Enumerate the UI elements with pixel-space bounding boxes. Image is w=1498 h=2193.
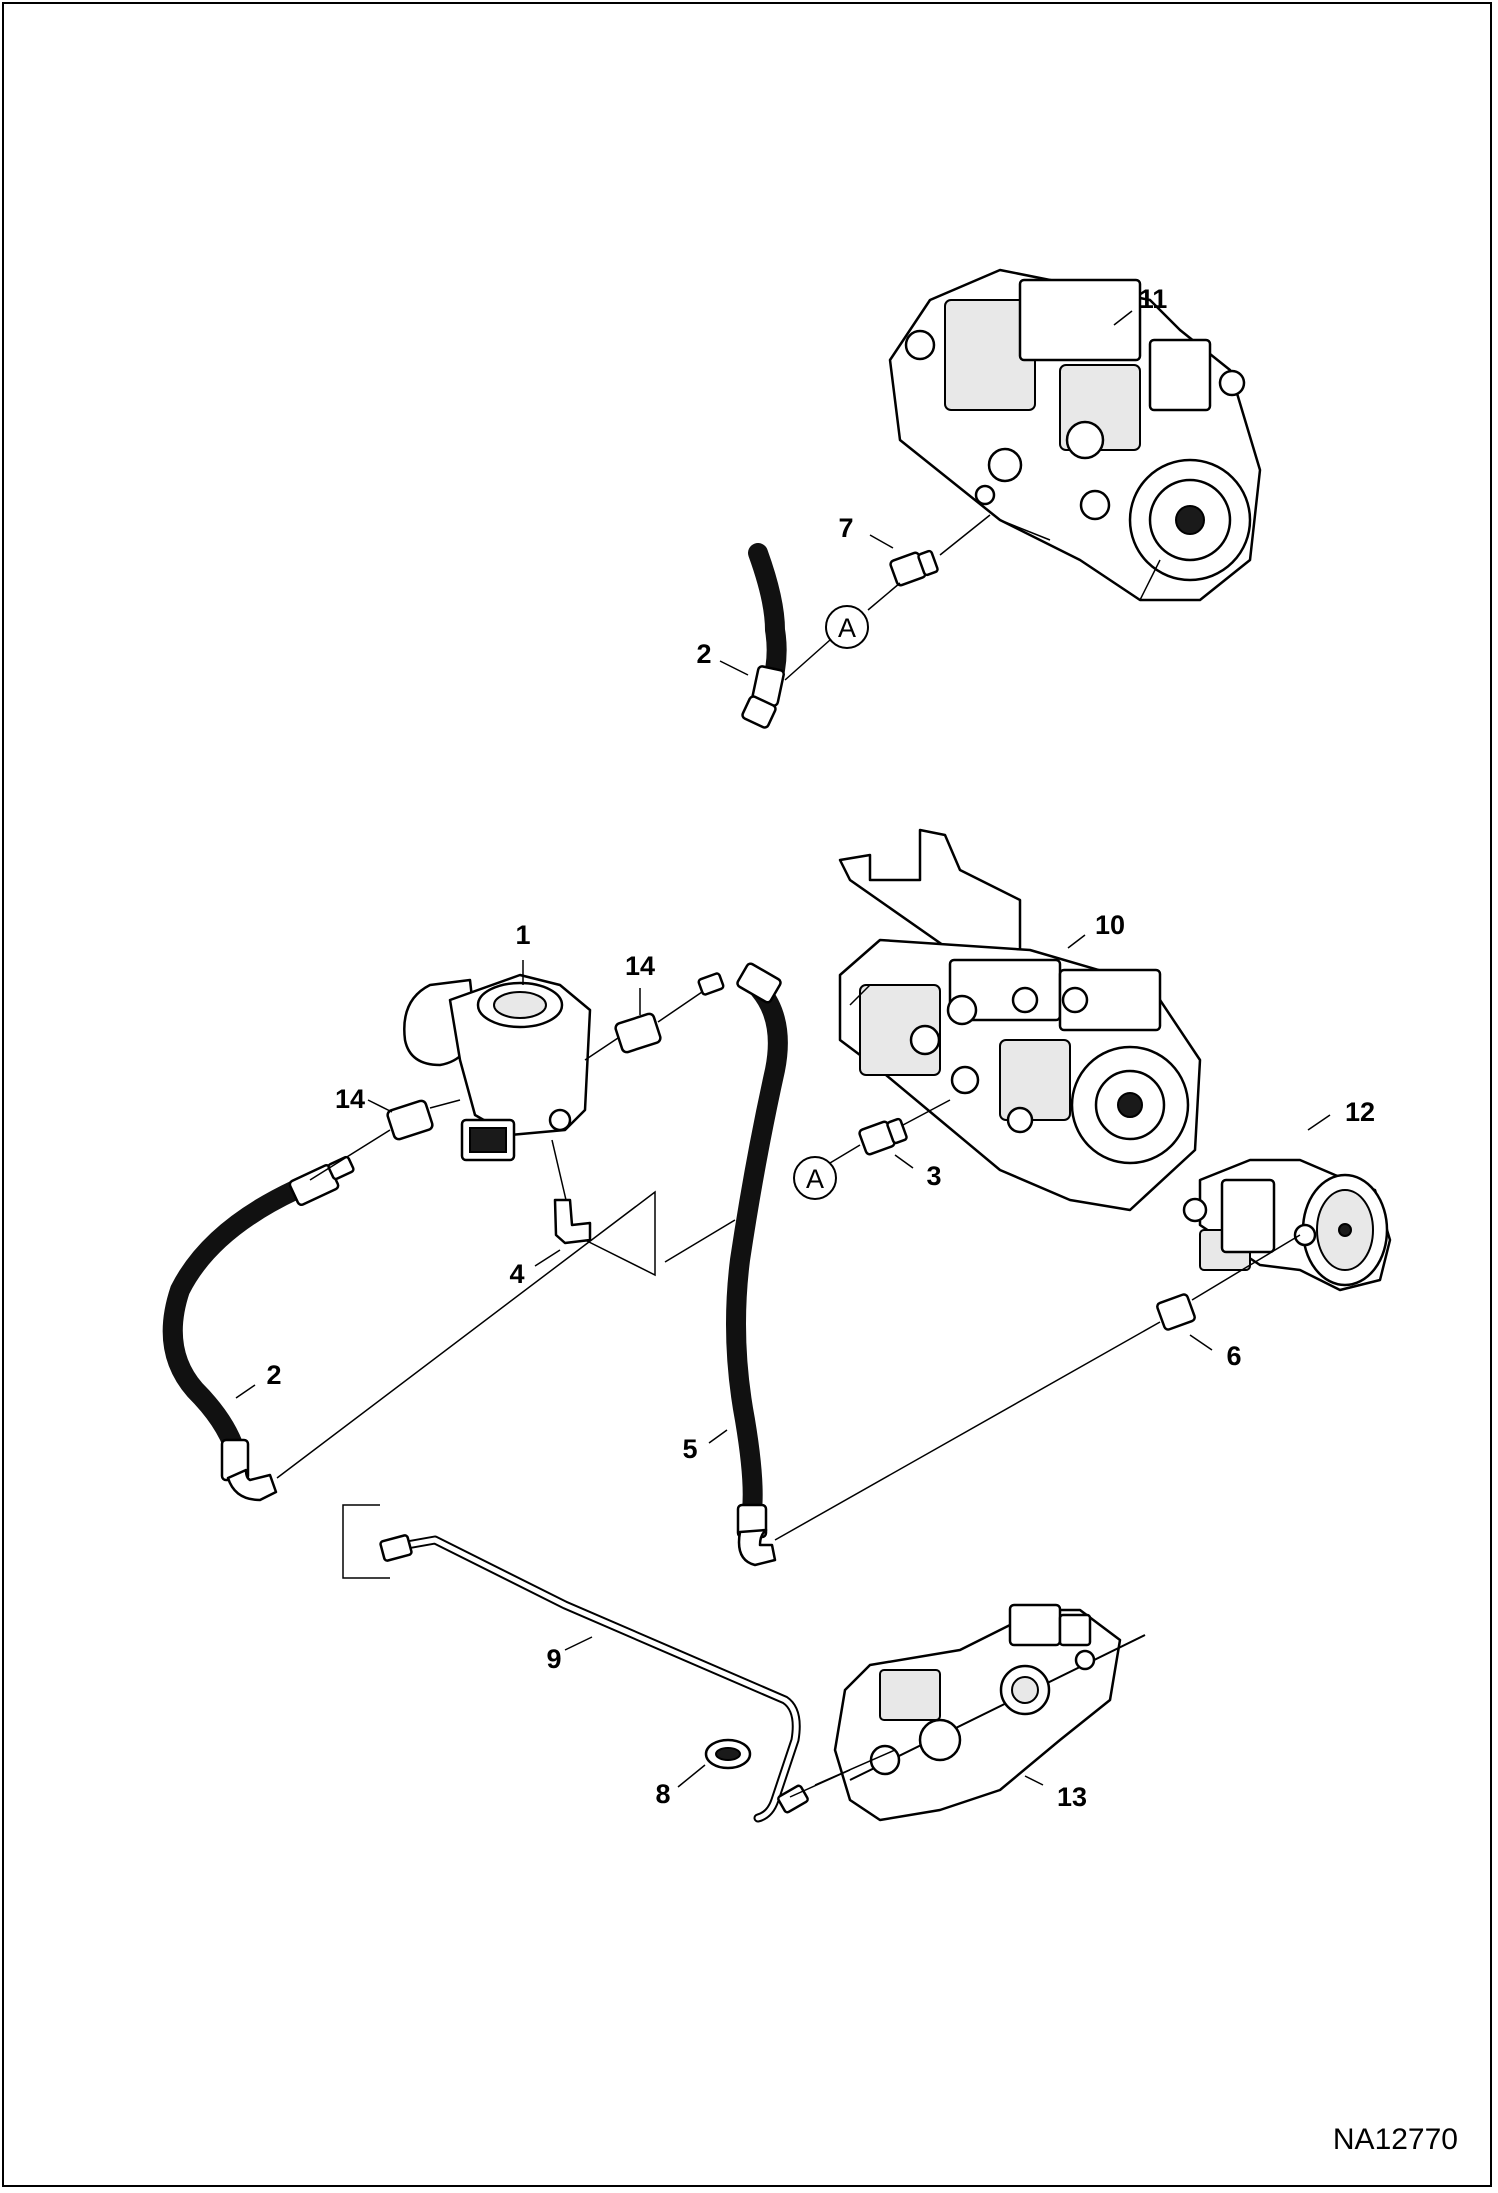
reference-marker-a-lower: A: [793, 1156, 837, 1200]
part-3-fitting: [858, 1117, 908, 1156]
callout-6: 6: [1226, 1341, 1241, 1371]
callout-10: 10: [1095, 910, 1125, 940]
callout-13: 13: [1057, 1782, 1087, 1812]
part-12-gear-pump: [1182, 1158, 1392, 1292]
callout-14-right: 14: [625, 951, 655, 981]
part-13-lower-assembly: [833, 1603, 1146, 1822]
part-14-fitting-a: [614, 1012, 662, 1054]
part-6-fitting: [1156, 1293, 1196, 1331]
callout-4: 4: [509, 1259, 524, 1289]
part-2-hose-upper: [741, 543, 787, 729]
leader-lines: [235, 310, 1331, 1788]
part-2-hose-lower: [162, 1155, 355, 1502]
part-5-hose: [697, 962, 788, 1567]
svg-text:A: A: [838, 613, 856, 643]
reference-marker-a-upper: A: [825, 605, 869, 649]
callout-3: 3: [926, 1161, 941, 1191]
connection-lines: [276, 514, 1301, 1798]
callout-7: 7: [838, 513, 853, 543]
callout-labels: 11 7 2 1 14 14 10 12 3 4 6 2 5 9 8 13: [266, 284, 1375, 1812]
part-4-elbow-fitting: [553, 1198, 592, 1245]
callout-8: 8: [655, 1779, 670, 1809]
callout-9: 9: [546, 1644, 561, 1674]
callout-14-left: 14: [335, 1084, 365, 1114]
part-11-hydrostatic-pump: [888, 268, 1262, 602]
callout-5: 5: [682, 1434, 697, 1464]
callout-12: 12: [1345, 1097, 1375, 1127]
svg-text:A: A: [806, 1164, 824, 1194]
callout-11: 11: [1139, 284, 1168, 314]
part-10-pump-with-bracket: [838, 828, 1202, 1212]
callout-2-upper: 2: [696, 639, 711, 669]
callout-1: 1: [515, 920, 530, 950]
drawing-id-label: NA12770: [1332, 2123, 1458, 2156]
part-7-fitting: [889, 549, 939, 587]
callout-2-lower: 2: [266, 1360, 281, 1390]
part-14-fitting-b: [386, 1099, 434, 1141]
part-9-tube: [379, 1534, 809, 1823]
part-1-motor: [403, 973, 592, 1162]
part-8-grommet: [704, 1738, 752, 1770]
